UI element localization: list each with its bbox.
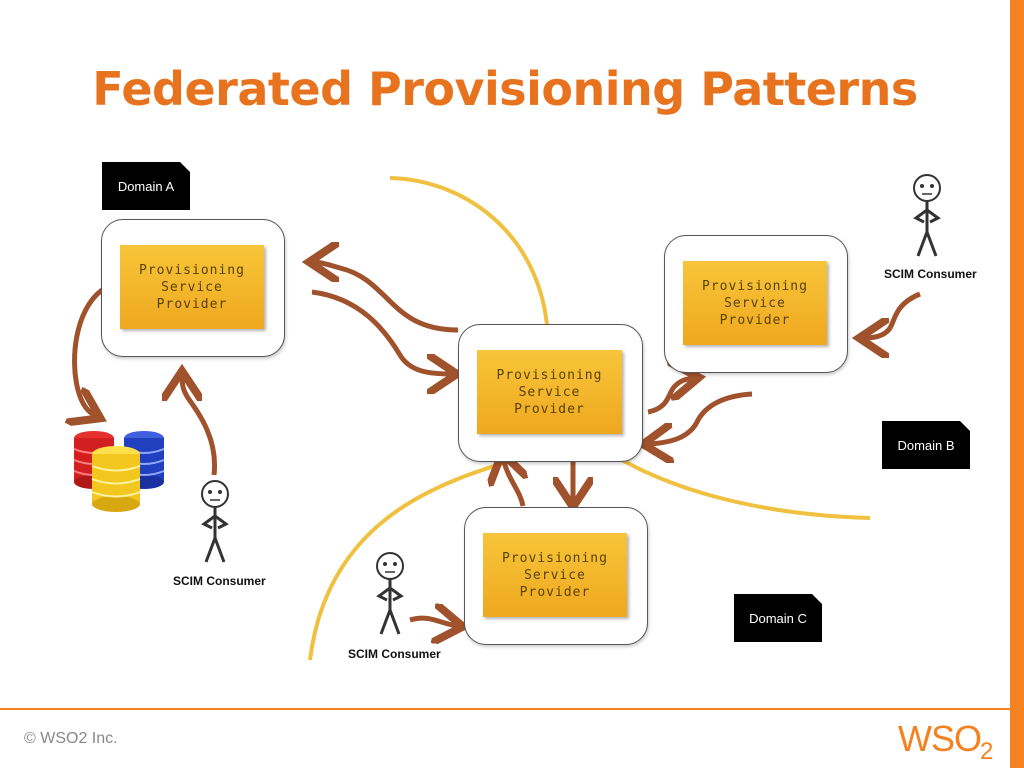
- domain-c-label: Domain C: [749, 610, 807, 626]
- domain-a-label: Domain A: [117, 178, 175, 194]
- arrow-consumer-c-to-c: [409, 618, 458, 626]
- footer-divider: [0, 708, 1010, 710]
- provider-center: Provisioning Service Provider: [477, 350, 622, 434]
- provider-b: Provisioning Service Provider: [683, 261, 827, 345]
- consumer-a-label: SCIM Consumer: [173, 574, 266, 588]
- accent-side-bar: [1010, 0, 1024, 768]
- arrow-consumer-b-to-b: [864, 291, 922, 338]
- logo-main-text: WSO: [898, 718, 982, 759]
- database-cylinders-icon: [73, 431, 165, 512]
- domain-b-label: Domain B: [897, 437, 955, 453]
- domain-b-tag: Domain B: [882, 421, 970, 469]
- arrow-external-to-center: [648, 391, 753, 444]
- copyright-text: © WSO2 Inc.: [24, 730, 118, 747]
- arrow-center-to-a: [314, 262, 459, 333]
- wso2-logo: WSO 2: [898, 716, 1002, 765]
- arrow-c-to-center: [503, 458, 523, 507]
- domain-a-tag: Domain A: [102, 162, 190, 210]
- stick-figure-icon: [376, 552, 404, 635]
- slide-title: Federated Provisioning Patterns: [92, 62, 918, 116]
- logo-sub-text: 2: [980, 738, 994, 765]
- arrow-center-to-b: [647, 378, 694, 415]
- consumer-c-label: SCIM Consumer: [348, 647, 441, 661]
- arrow-a-to-center: [311, 289, 452, 374]
- arrow-a-to-db: [75, 287, 102, 416]
- domain-c-tag: Domain C: [734, 594, 822, 642]
- arrow-consumer-a-to-a: [182, 376, 218, 476]
- stick-figure-icon: [201, 480, 229, 563]
- provider-a: Provisioning Service Provider: [120, 245, 264, 329]
- boundary-curve-top: [389, 176, 550, 341]
- consumer-b-label: SCIM Consumer: [884, 267, 977, 281]
- stick-figure-icon: [913, 174, 941, 257]
- provider-c: Provisioning Service Provider: [483, 533, 627, 617]
